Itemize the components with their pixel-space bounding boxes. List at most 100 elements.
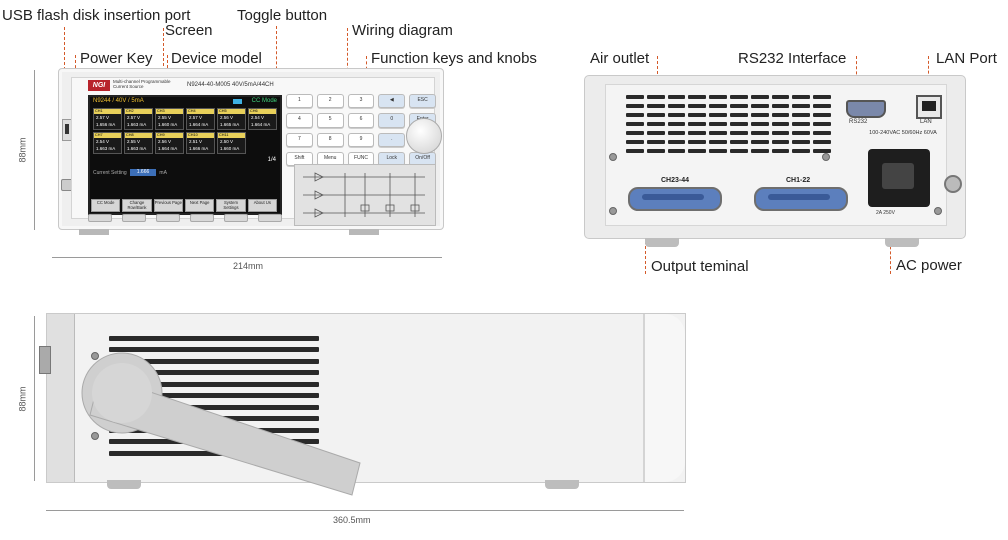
front-panel: NGI Multi-channel Programmable Current S… (58, 68, 444, 235)
vent-slot (646, 140, 665, 144)
vent-slot (688, 95, 707, 99)
toggle-button-row (88, 214, 282, 222)
dim-front-width: 214mm (233, 261, 264, 271)
softkey[interactable]: Next Page (184, 199, 215, 212)
channel-header: CH7 (94, 133, 121, 138)
rs232-port[interactable] (846, 100, 886, 118)
screw-icon (822, 153, 830, 161)
carry-handle[interactable] (60, 345, 380, 505)
battery-icon (233, 99, 242, 104)
toggle-button-1[interactable] (88, 214, 112, 222)
toggle-button-4[interactable] (190, 214, 214, 222)
keypad-key[interactable]: ◀ (378, 94, 406, 109)
rear-foot-left (645, 238, 679, 247)
keypad-key[interactable]: 8 (316, 132, 344, 147)
keypad-key[interactable]: 5 (316, 113, 344, 128)
callout-ac-power: AC power (896, 257, 962, 274)
vent-slot (109, 358, 319, 364)
vent-slot (750, 113, 769, 117)
keypad-key[interactable]: . (378, 132, 406, 147)
toggle-button-6[interactable] (258, 214, 282, 222)
vent-slot (771, 95, 790, 99)
front-foot-right (349, 229, 379, 235)
vent-slot (750, 140, 769, 144)
channel-header: CH5 (218, 109, 245, 114)
dim-front-height: 88mm (17, 137, 28, 163)
vent-slot (771, 113, 790, 117)
vent-slot (646, 95, 665, 99)
vent-slot (729, 122, 748, 126)
ground-terminal[interactable] (944, 175, 962, 193)
vent-slot (813, 131, 831, 135)
channel-current: 1.660 mA (158, 122, 178, 127)
channel-current: 1.664 mA (189, 122, 209, 127)
screen-mode: CC Mode (251, 98, 277, 104)
keypad-key[interactable]: 6 (347, 113, 375, 128)
ac-power-inlet[interactable] (868, 149, 930, 207)
screw-icon (91, 352, 99, 360)
softkey[interactable]: Previous Page (153, 199, 183, 212)
vent-slot (771, 149, 790, 153)
keypad-key[interactable]: 1 (286, 94, 313, 109)
channel-current: 1.656 mA (96, 122, 116, 127)
channel-current: 1.664 mA (158, 146, 178, 151)
vent-slot (709, 122, 727, 126)
softkey[interactable]: About Us (247, 199, 277, 212)
vent-slot (667, 104, 686, 108)
toggle-button-3[interactable] (156, 214, 180, 222)
keypad-key[interactable]: 4 (286, 113, 313, 128)
keypad-key[interactable]: 2 (316, 94, 344, 109)
vent-slot (750, 131, 769, 135)
keypad-key[interactable]: 0 (378, 113, 406, 128)
output-terminal-ch1-22[interactable] (754, 187, 848, 211)
vent-slot (792, 95, 811, 99)
dim-line-side-length (46, 510, 684, 511)
vent-slot (109, 336, 319, 341)
keypad-key[interactable]: 7 (286, 132, 313, 147)
softkey[interactable]: System Settings (216, 199, 246, 212)
side-knob (39, 346, 51, 374)
leader-air-outlet (657, 56, 658, 84)
vent-slot (729, 149, 748, 153)
function-keypad: 123◀ESC4560Enter789.+/-ShiftMenuFUNCLock… (286, 94, 436, 166)
softkey[interactable]: Change Row/Bank (122, 199, 152, 212)
current-setting-value[interactable]: 1.666 (130, 169, 157, 176)
connector-label-ch1-22: CH1-22 (786, 177, 811, 184)
toggle-button-2[interactable] (122, 214, 146, 222)
vent-slot (109, 347, 319, 353)
toggle-button-5[interactable] (224, 214, 248, 222)
lan-port[interactable] (916, 95, 942, 119)
callout-wiring: Wiring diagram (352, 22, 453, 39)
vent-slot (626, 140, 644, 144)
lan-label: LAN (920, 119, 932, 125)
vent-slot (750, 104, 769, 108)
softkey[interactable]: CC Mode (91, 199, 121, 212)
keypad-key[interactable]: 9 (347, 132, 375, 147)
vent-slot (813, 95, 831, 99)
vent-slot (813, 104, 831, 108)
vent-slot (750, 122, 769, 126)
keypad-key[interactable]: ESC (409, 94, 436, 109)
vent-slot (109, 393, 319, 399)
channel-voltage: 2.54 V (251, 115, 265, 120)
vent-slot (750, 95, 769, 99)
dim-line-front-height (34, 70, 35, 230)
rear-panel: RS232 LAN CH23-44 CH1-22 100-240VAC 50/6… (584, 75, 966, 247)
callout-output: Output teminal (651, 258, 749, 275)
channel-header: CH9 (156, 133, 183, 138)
callout-power-key: Power Key (80, 50, 153, 67)
vent-slot (771, 104, 790, 108)
dim-side-height: 88mm (17, 386, 28, 412)
rotary-knob[interactable] (406, 118, 442, 154)
keypad-key[interactable]: 3 (347, 94, 375, 109)
output-terminal-ch23-44[interactable] (628, 187, 722, 211)
